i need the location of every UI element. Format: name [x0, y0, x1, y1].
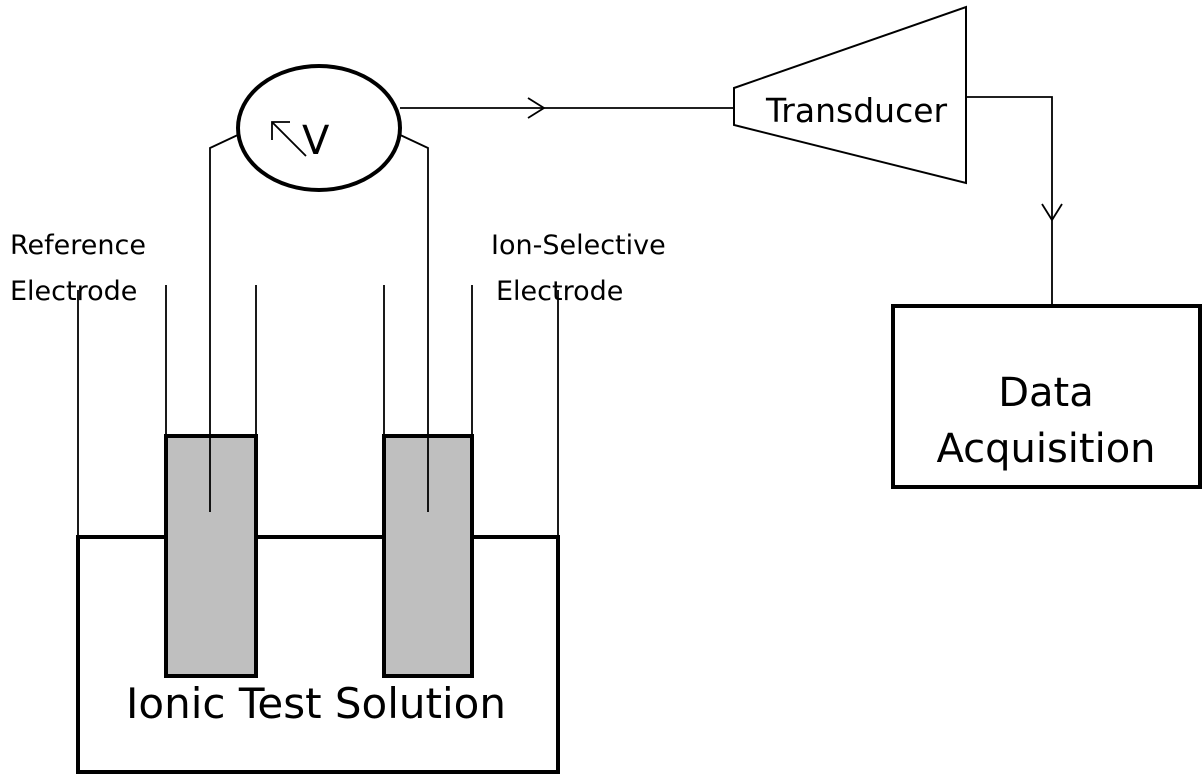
data-acquisition-label-line2: Acquisition	[936, 426, 1155, 472]
transducer	[733, 5, 967, 185]
reference-electrode-body	[164, 434, 258, 678]
signal-line-to-data-acquisition	[966, 96, 1063, 304]
reference-electrode-label-line1: Reference	[10, 230, 146, 261]
test-solution-container	[76, 290, 560, 774]
reference-electrode-label-line2: Electrode	[10, 276, 137, 307]
transducer-label: Transducer	[765, 91, 948, 130]
reference-wire	[209, 132, 243, 512]
signal-line-to-transducer	[400, 97, 734, 119]
ion-selective-electrode-label-line1: Ion-Selective	[491, 230, 666, 261]
voltmeter: V	[236, 64, 402, 192]
ion-selective-electrode-label-line2: Electrode	[496, 276, 623, 307]
ion-selective-wire	[395, 132, 429, 512]
reference-electrode	[164, 285, 258, 678]
data-acquisition-box	[891, 304, 1202, 489]
data-acquisition-label-line1: Data	[998, 370, 1094, 416]
voltmeter-symbol: V	[302, 118, 330, 164]
voltmeter-arrow-icon	[271, 121, 307, 157]
test-solution-label: Ionic Test Solution	[126, 679, 506, 728]
